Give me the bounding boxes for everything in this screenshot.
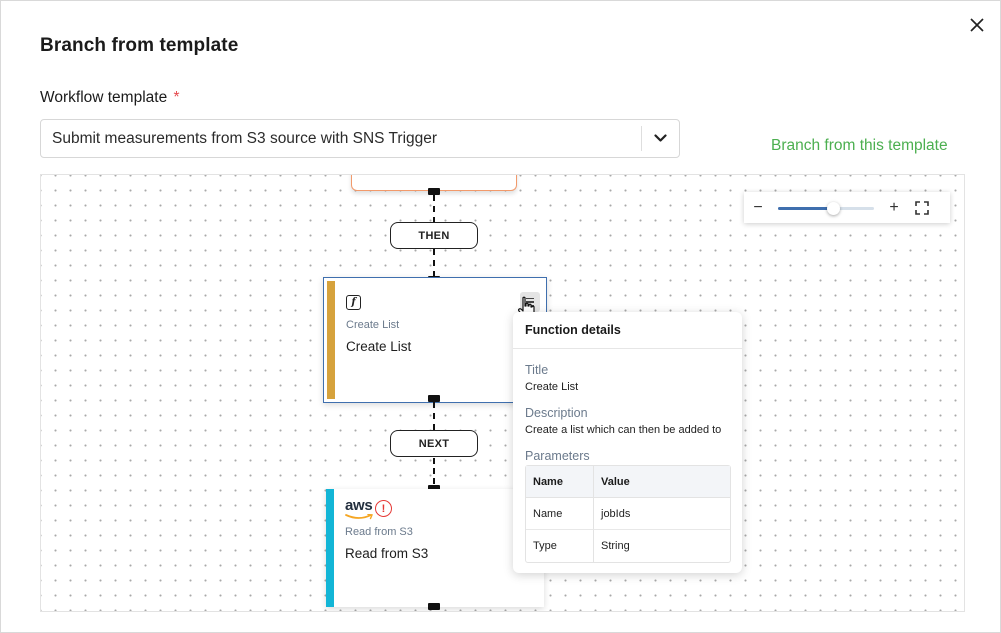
select-toggle[interactable]	[642, 120, 679, 157]
chevron-down-icon	[654, 134, 667, 142]
connector-next[interactable]: NEXT	[390, 430, 478, 457]
aws-smile-icon	[345, 514, 374, 520]
table-cell: String	[601, 540, 630, 552]
title-value: Create List	[525, 381, 579, 393]
menu-icon-line	[526, 297, 534, 300]
function-icon: f	[346, 295, 361, 310]
connector-port[interactable]	[428, 188, 440, 195]
function-details-popover: Function details Title Create List Descr…	[513, 312, 742, 573]
connector-port[interactable]	[428, 485, 440, 492]
fullscreen-button[interactable]	[908, 192, 936, 223]
description-value: Create a list which can then be added to	[525, 424, 722, 436]
connector-port[interactable]	[428, 395, 440, 402]
column-header-name: Name	[526, 466, 594, 498]
node-title: Create List	[346, 339, 412, 354]
column-header-value: Value	[594, 466, 730, 498]
node-subtitle: Read from S3	[345, 526, 413, 538]
zoom-slider-fill	[778, 206, 833, 210]
close-icon	[970, 18, 984, 32]
description-label: Description	[525, 406, 588, 420]
close-button[interactable]	[965, 13, 989, 37]
table-row: Type String	[526, 530, 730, 562]
table-cell: Name	[526, 498, 594, 530]
connector-line	[433, 458, 435, 484]
connector-line	[433, 249, 435, 277]
node-accent-bar	[326, 489, 334, 607]
warning-icon[interactable]: !	[375, 500, 392, 517]
connector-port[interactable]	[428, 603, 440, 610]
workflow-template-label: Workflow template *	[40, 89, 180, 107]
table-header-row: Name Value	[526, 466, 730, 498]
workflow-canvas[interactable]: THEN f Create List Create List NEXT	[40, 174, 965, 612]
node-title: Read from S3	[345, 546, 429, 561]
connector-then[interactable]: THEN	[390, 222, 478, 249]
read-from-s3-node[interactable]: aws ! Read from S3 Read from S3	[326, 489, 544, 607]
zoom-slider-thumb[interactable]	[826, 201, 840, 215]
zoom-out-button[interactable]: −	[753, 198, 763, 216]
parameters-label: Parameters	[525, 449, 590, 463]
zoom-control: − +	[744, 192, 950, 223]
table-cell: jobIds	[594, 498, 730, 530]
create-list-node[interactable]: f Create List Create List	[323, 277, 547, 403]
workflow-template-value: Submit measurements from S3 source with …	[52, 129, 438, 147]
menu-icon-line	[526, 301, 534, 303]
required-marker: *	[173, 89, 180, 106]
zoom-in-button[interactable]: +	[889, 198, 899, 216]
create-list-node-body: f Create List Create List	[327, 281, 543, 399]
dialog-title: Branch from template	[40, 35, 239, 56]
fullscreen-icon	[915, 200, 929, 215]
node-accent-bar	[327, 281, 335, 399]
connector-line	[433, 402, 435, 430]
menu-icon-line	[526, 304, 534, 307]
title-label: Title	[525, 363, 549, 377]
popover-heading: Function details	[513, 312, 742, 349]
workflow-template-label-text: Workflow template	[40, 89, 168, 106]
parameters-table: Name Value Name jobIds Type String	[525, 465, 731, 563]
select-divider	[641, 126, 642, 151]
zoom-slider[interactable]	[778, 200, 874, 216]
workflow-template-select[interactable]: Submit measurements from S3 source with …	[40, 119, 680, 158]
table-cell: Type	[526, 530, 594, 562]
node-subtitle: Create List	[346, 319, 400, 331]
table-row: Name jobIds	[526, 498, 730, 530]
aws-logo: aws	[345, 497, 373, 514]
branch-from-template-link[interactable]: Branch from this template	[771, 137, 948, 154]
node-menu-button[interactable]	[520, 292, 540, 312]
connector-line	[433, 195, 435, 223]
